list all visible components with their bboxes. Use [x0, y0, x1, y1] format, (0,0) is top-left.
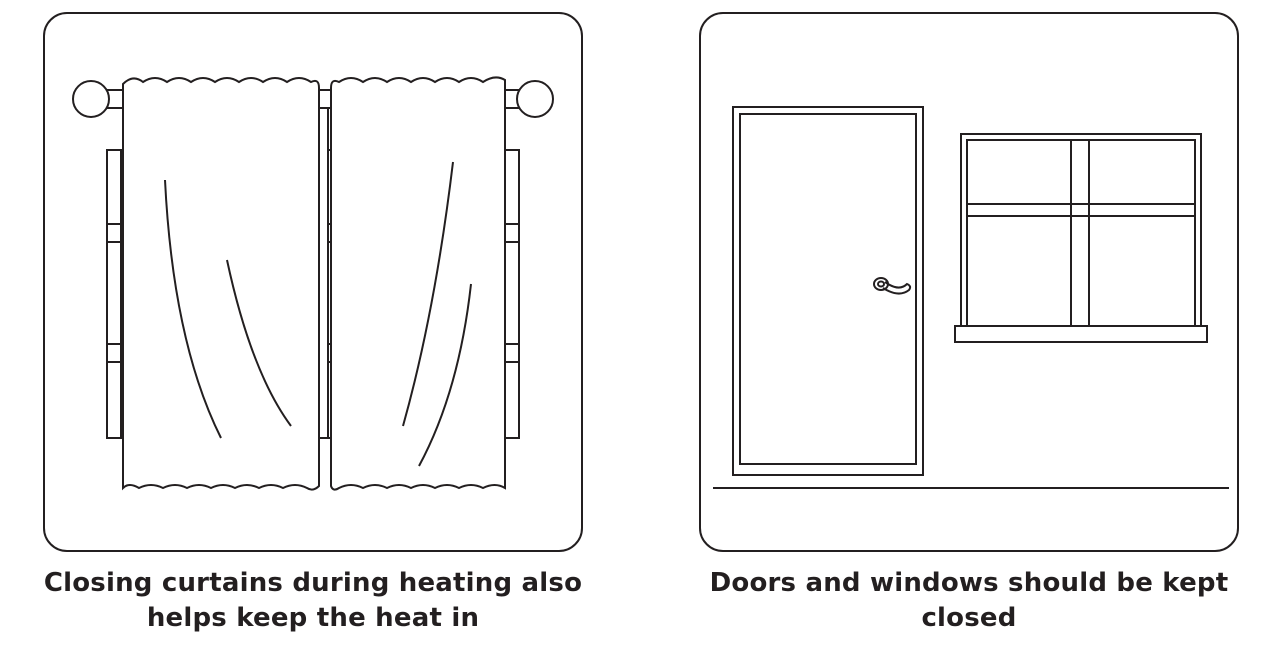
curtains-window-icon	[72, 76, 554, 491]
caption-door-window: Doors and windows should be kept closed	[709, 568, 1229, 633]
door-handle-icon	[873, 277, 912, 295]
window	[954, 133, 1208, 343]
panel-door-window: Doors and windows should be kept closed	[686, 0, 1246, 653]
right-curtain	[330, 76, 506, 491]
left-curtain	[122, 77, 320, 491]
caption-curtains: Closing curtains during heating also hel…	[43, 568, 583, 633]
door-window-icon	[713, 106, 1229, 489]
panel-frame	[43, 12, 583, 552]
panel-curtains: Closing curtains during heating also hel…	[30, 0, 590, 653]
door	[732, 106, 924, 476]
panel-frame	[699, 12, 1239, 552]
